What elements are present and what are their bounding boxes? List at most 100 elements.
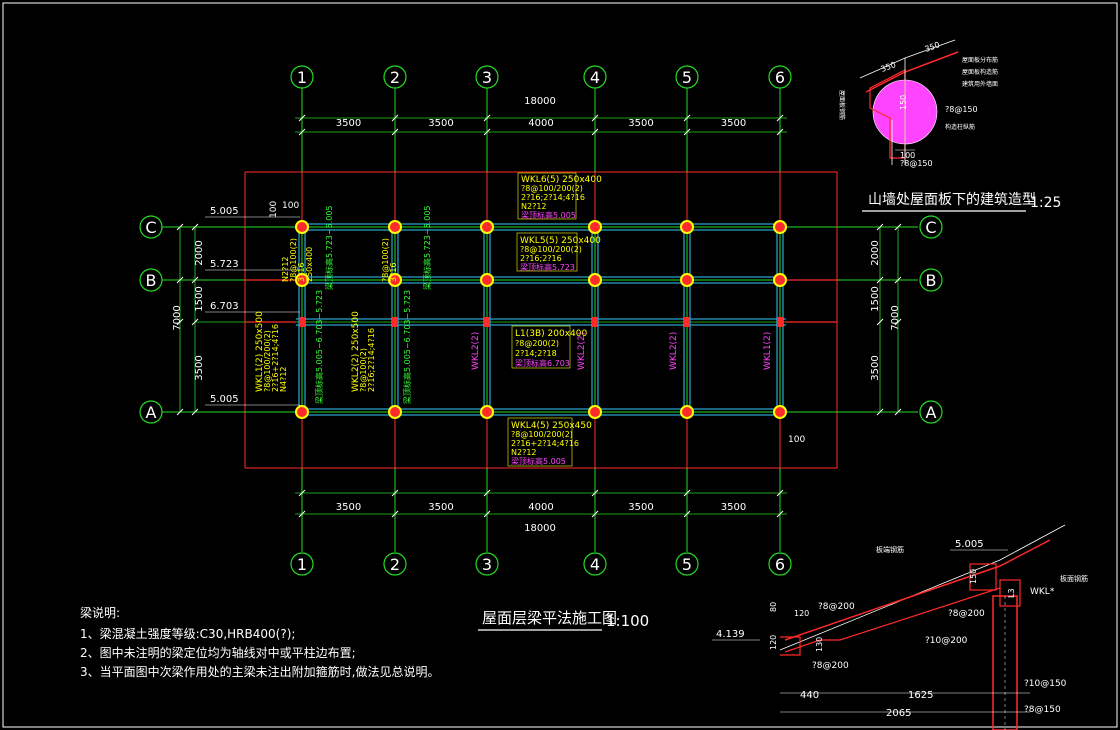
wkl6-line3: 2?16;2?14;4?16 — [521, 193, 585, 202]
dim-tick — [683, 114, 691, 122]
label-wkl6: WKL6(5) 250x400 ?8@100/200(2) 2?16;2?14;… — [517, 172, 602, 220]
wkl2-left-4: 梁顶标高5.005~6.703~5.723 — [402, 290, 412, 404]
dim-tick — [176, 318, 184, 326]
dim-tick — [876, 318, 884, 326]
column — [588, 220, 602, 234]
label-wkl1-left: WKL1(2) 250x500 ?8@100/200(2) 2?16+2?14;… — [255, 311, 288, 392]
plan-scale: 1:100 — [606, 612, 649, 630]
grid-bubble — [139, 268, 163, 292]
dim-tick — [483, 489, 491, 497]
offset-100-left: 100 — [269, 201, 279, 218]
right-dim-total: 7000 — [890, 305, 901, 330]
column — [680, 405, 694, 419]
grid-bubble — [290, 552, 314, 576]
wkl4-line1: WKL4(5) 250x450 — [511, 421, 592, 431]
grid-bubble-label: 6 — [775, 68, 785, 87]
grid-bubble — [139, 215, 163, 239]
wkl6-line1: WKL6(5) 250x400 — [521, 175, 602, 185]
column — [773, 273, 787, 287]
detail-top-note-3: 屋面板分布筋 — [962, 56, 998, 64]
label-top-col-mid: ?8@100(2) 3?16 — [381, 238, 398, 282]
dim-tick — [191, 408, 199, 416]
detail-bottom-dim-1: 440 — [800, 690, 819, 701]
detail-top-title: 山墙处屋面板下的建筑造型 — [868, 192, 1036, 208]
span-dim: 3500 — [428, 118, 453, 129]
detail-top-note-2: 构造柱纵筋 — [945, 123, 975, 131]
wkl2-left-3: 2?16;2?14;4?16 — [367, 328, 376, 392]
general-notes: 梁说明: 1、梁混凝土强度等级:C30,HRB400(?); 2、图中未注明的梁… — [80, 605, 439, 679]
detail-bottom-rebar-4: ?8@200 — [812, 661, 849, 671]
wkl5-line1: WKL5(5) 250x400 — [520, 236, 601, 246]
detail-bottom-small-6: L3 — [1007, 588, 1016, 598]
detail-top-rebar-1: ?8@150 — [945, 105, 978, 114]
dim-tick — [191, 276, 199, 284]
wkl6-line5: 梁顶标高5.005 — [521, 210, 576, 220]
grid-bubbles-left: CBA — [139, 215, 163, 424]
dim-tick — [298, 510, 306, 518]
detail-bottom-small-1: 80 — [769, 602, 778, 612]
span-dim: 3500 — [628, 118, 653, 129]
detail-bottom-dim-3: 2065 — [886, 708, 911, 719]
dim-tick — [483, 128, 491, 136]
span-dim: 3500 — [428, 502, 453, 513]
l1-line4: 梁顶标高6.703 — [515, 358, 570, 368]
grid-bubble-label: 5 — [682, 555, 692, 574]
label-top-col-left: N2?12 ?8@100(2) 3?16 250x400 — [281, 238, 314, 282]
span-dim: 4000 — [528, 502, 553, 513]
dim-tick — [683, 510, 691, 518]
dim-tick — [591, 489, 599, 497]
top-col-left-1: N2?12 — [281, 257, 290, 283]
span-dim: 3500 — [628, 502, 653, 513]
wkl2-mid-3: WKL2(2) — [669, 332, 679, 370]
detail-bottom-small-5: 150 — [969, 569, 978, 584]
note-2: 2、图中未注明的梁定位均为轴线对中或平柱边布置; — [80, 645, 356, 660]
detail-bottom: 5.005 4.139 440 1625 2065 ?8@200 ?8@200 … — [712, 524, 1088, 730]
span-dim: 3500 — [336, 502, 361, 513]
dim-tick — [176, 276, 184, 284]
wkl1-left-1: WKL1(2) 250x500 — [255, 311, 265, 392]
dim-tick — [876, 276, 884, 284]
detail-bottom-rebar-3: ?10@200 — [925, 636, 968, 646]
grid-bubble-label: 4 — [590, 68, 600, 87]
top-col-mid-1: ?8@100(2) — [381, 238, 390, 282]
column — [680, 273, 694, 287]
grid-bubble — [290, 65, 314, 89]
grid-bubble-label: 3 — [482, 68, 492, 87]
wkl2-left-1: WKL2(2) 250x500 — [351, 311, 361, 392]
right-dim-2: 1500 — [870, 286, 881, 311]
dim-tick — [391, 128, 399, 136]
wkl4-line2: ?8@100/200(2) — [511, 430, 573, 439]
dim-tick — [176, 408, 184, 416]
dim-tick — [298, 489, 306, 497]
column-mid — [392, 317, 398, 327]
dim-tick — [894, 276, 902, 284]
grid-bubble-label: B — [926, 271, 937, 290]
top-col-left-4: 250x400 — [305, 247, 314, 282]
detail-top-scale: 1:25 — [1030, 195, 1061, 211]
grid-bubble-label: 1 — [297, 555, 307, 574]
column — [480, 273, 494, 287]
span-dim: 3500 — [721, 118, 746, 129]
dim-tick — [591, 128, 599, 136]
note-3: 3、当平面图中次梁作用处的主梁未注出附加箍筋时,做法见总说明。 — [80, 664, 439, 679]
grid-bubble — [139, 400, 163, 424]
grid-bubble — [583, 65, 607, 89]
grid-bubble — [675, 552, 699, 576]
grid-bubble — [583, 552, 607, 576]
detail-bottom-label-3: WKL* — [1030, 587, 1055, 597]
dim-tick — [483, 114, 491, 122]
grid-bubbles-right: CBA — [919, 215, 943, 424]
label-wkl4: WKL4(5) 250x450 ?8@100/200(2) 2?16+2?14;… — [507, 417, 592, 467]
label-wkl2-left: WKL2(2) 250x500 ?8@100(2) 2?16;2?14;4?16 — [351, 311, 376, 392]
grid-bubble — [919, 400, 943, 424]
column — [388, 220, 402, 234]
grid-bubble-label: 4 — [590, 555, 600, 574]
left-dim-total: 7000 — [172, 305, 183, 330]
detail-top-rebar-2: ?8@150 — [900, 159, 933, 168]
column — [480, 220, 494, 234]
detail-bottom-label-2: 板面钢筋 — [1060, 574, 1088, 583]
detail-bottom-rebar-6: ?8@150 — [1024, 705, 1061, 715]
columns — [295, 220, 787, 419]
right-dim-1: 2000 — [870, 240, 881, 265]
